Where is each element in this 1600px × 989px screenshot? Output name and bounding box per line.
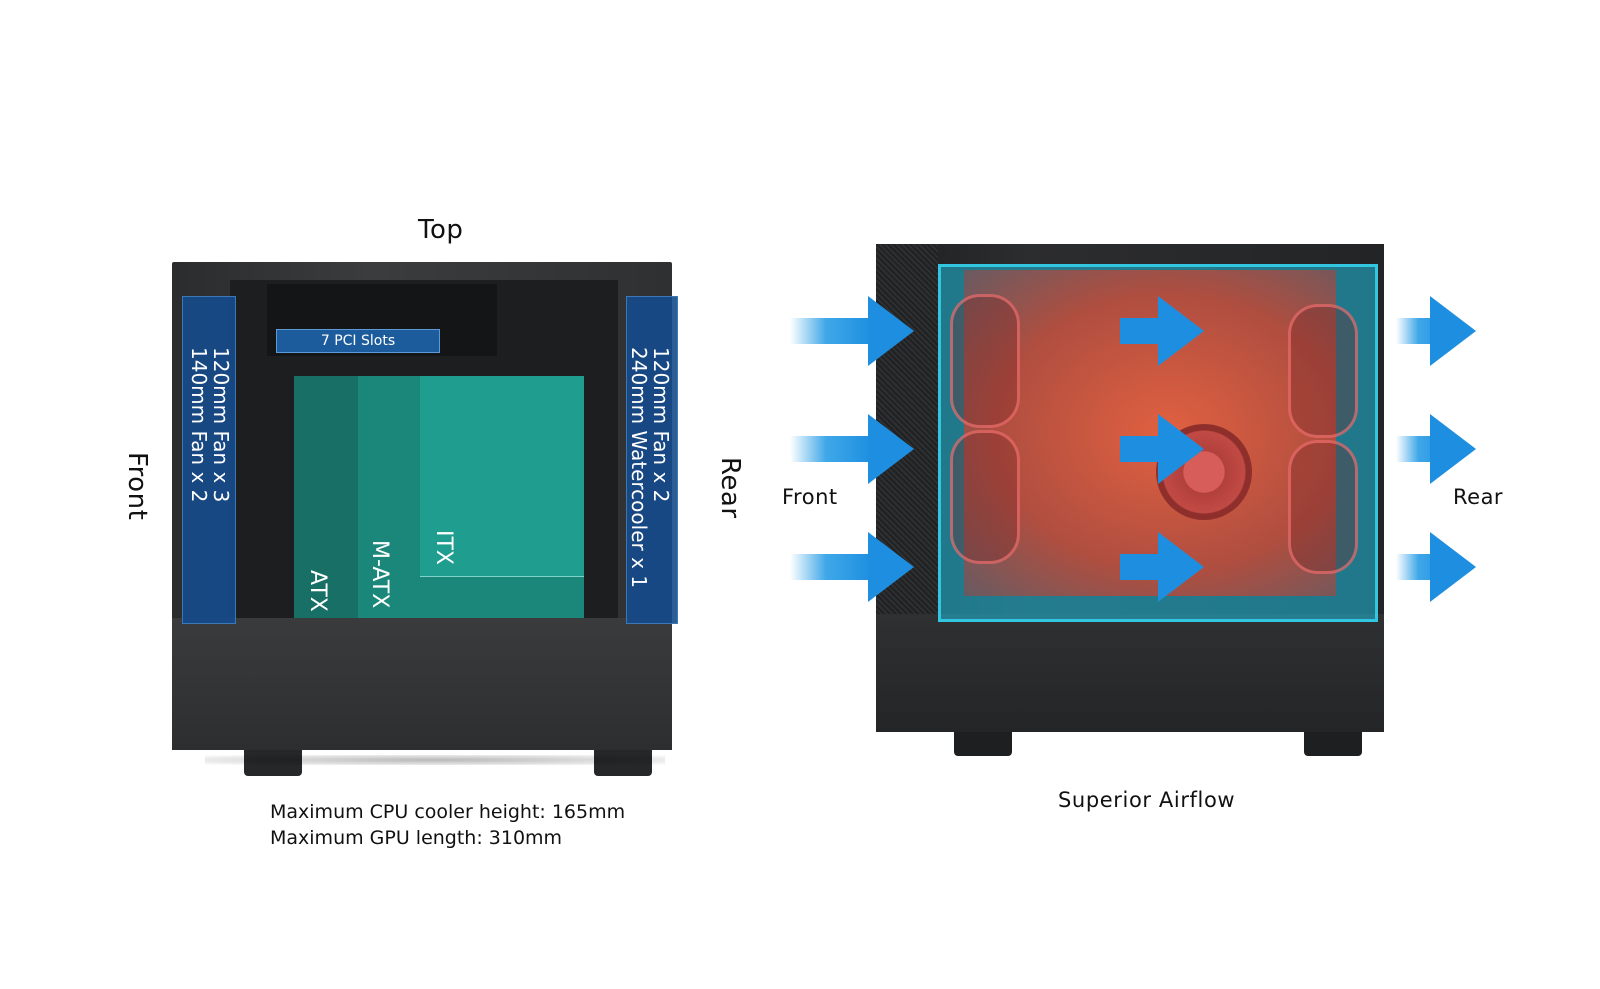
front-fan-ring bbox=[950, 294, 1020, 428]
internal-flow-arrow-icon bbox=[1120, 532, 1204, 602]
rear-fan-ring bbox=[1288, 304, 1358, 438]
internal-flow-arrow-icon bbox=[1120, 414, 1204, 484]
intake-arrow-icon bbox=[790, 296, 914, 366]
case-foot-rear bbox=[594, 750, 652, 776]
front-fan-zone bbox=[182, 296, 236, 624]
airflow-foot-front bbox=[954, 732, 1012, 756]
exhaust-arrow-icon bbox=[1396, 532, 1476, 602]
intake-arrow-icon bbox=[790, 532, 914, 602]
airflow-caption: Superior Airflow bbox=[1058, 788, 1236, 812]
rear-fan-zone bbox=[626, 296, 678, 624]
right-front-label: Front bbox=[782, 485, 838, 509]
exhaust-arrow-icon bbox=[1396, 296, 1476, 366]
itx-zone bbox=[420, 376, 584, 577]
case-foot-front bbox=[244, 750, 302, 776]
right-rear-label: Rear bbox=[1453, 485, 1504, 509]
floor-shadow bbox=[205, 755, 665, 765]
front-fan-ring bbox=[950, 430, 1020, 564]
spec-cpu-cooler: Maximum CPU cooler height: 165mm bbox=[270, 801, 626, 823]
intake-arrow-icon bbox=[790, 414, 914, 484]
rear-fan-ring bbox=[1288, 440, 1358, 574]
spec-gpu-length: Maximum GPU length: 310mm bbox=[270, 827, 563, 849]
airflow-psu-chamber bbox=[876, 614, 1384, 732]
airflow-foot-rear bbox=[1304, 732, 1362, 756]
left-top-label: Top bbox=[418, 215, 464, 245]
pci-slots-zone: 7 PCI Slots bbox=[276, 329, 440, 353]
case-psu-chamber bbox=[172, 618, 672, 750]
exhaust-arrow-icon bbox=[1396, 414, 1476, 484]
internal-flow-arrow-icon bbox=[1120, 296, 1204, 366]
